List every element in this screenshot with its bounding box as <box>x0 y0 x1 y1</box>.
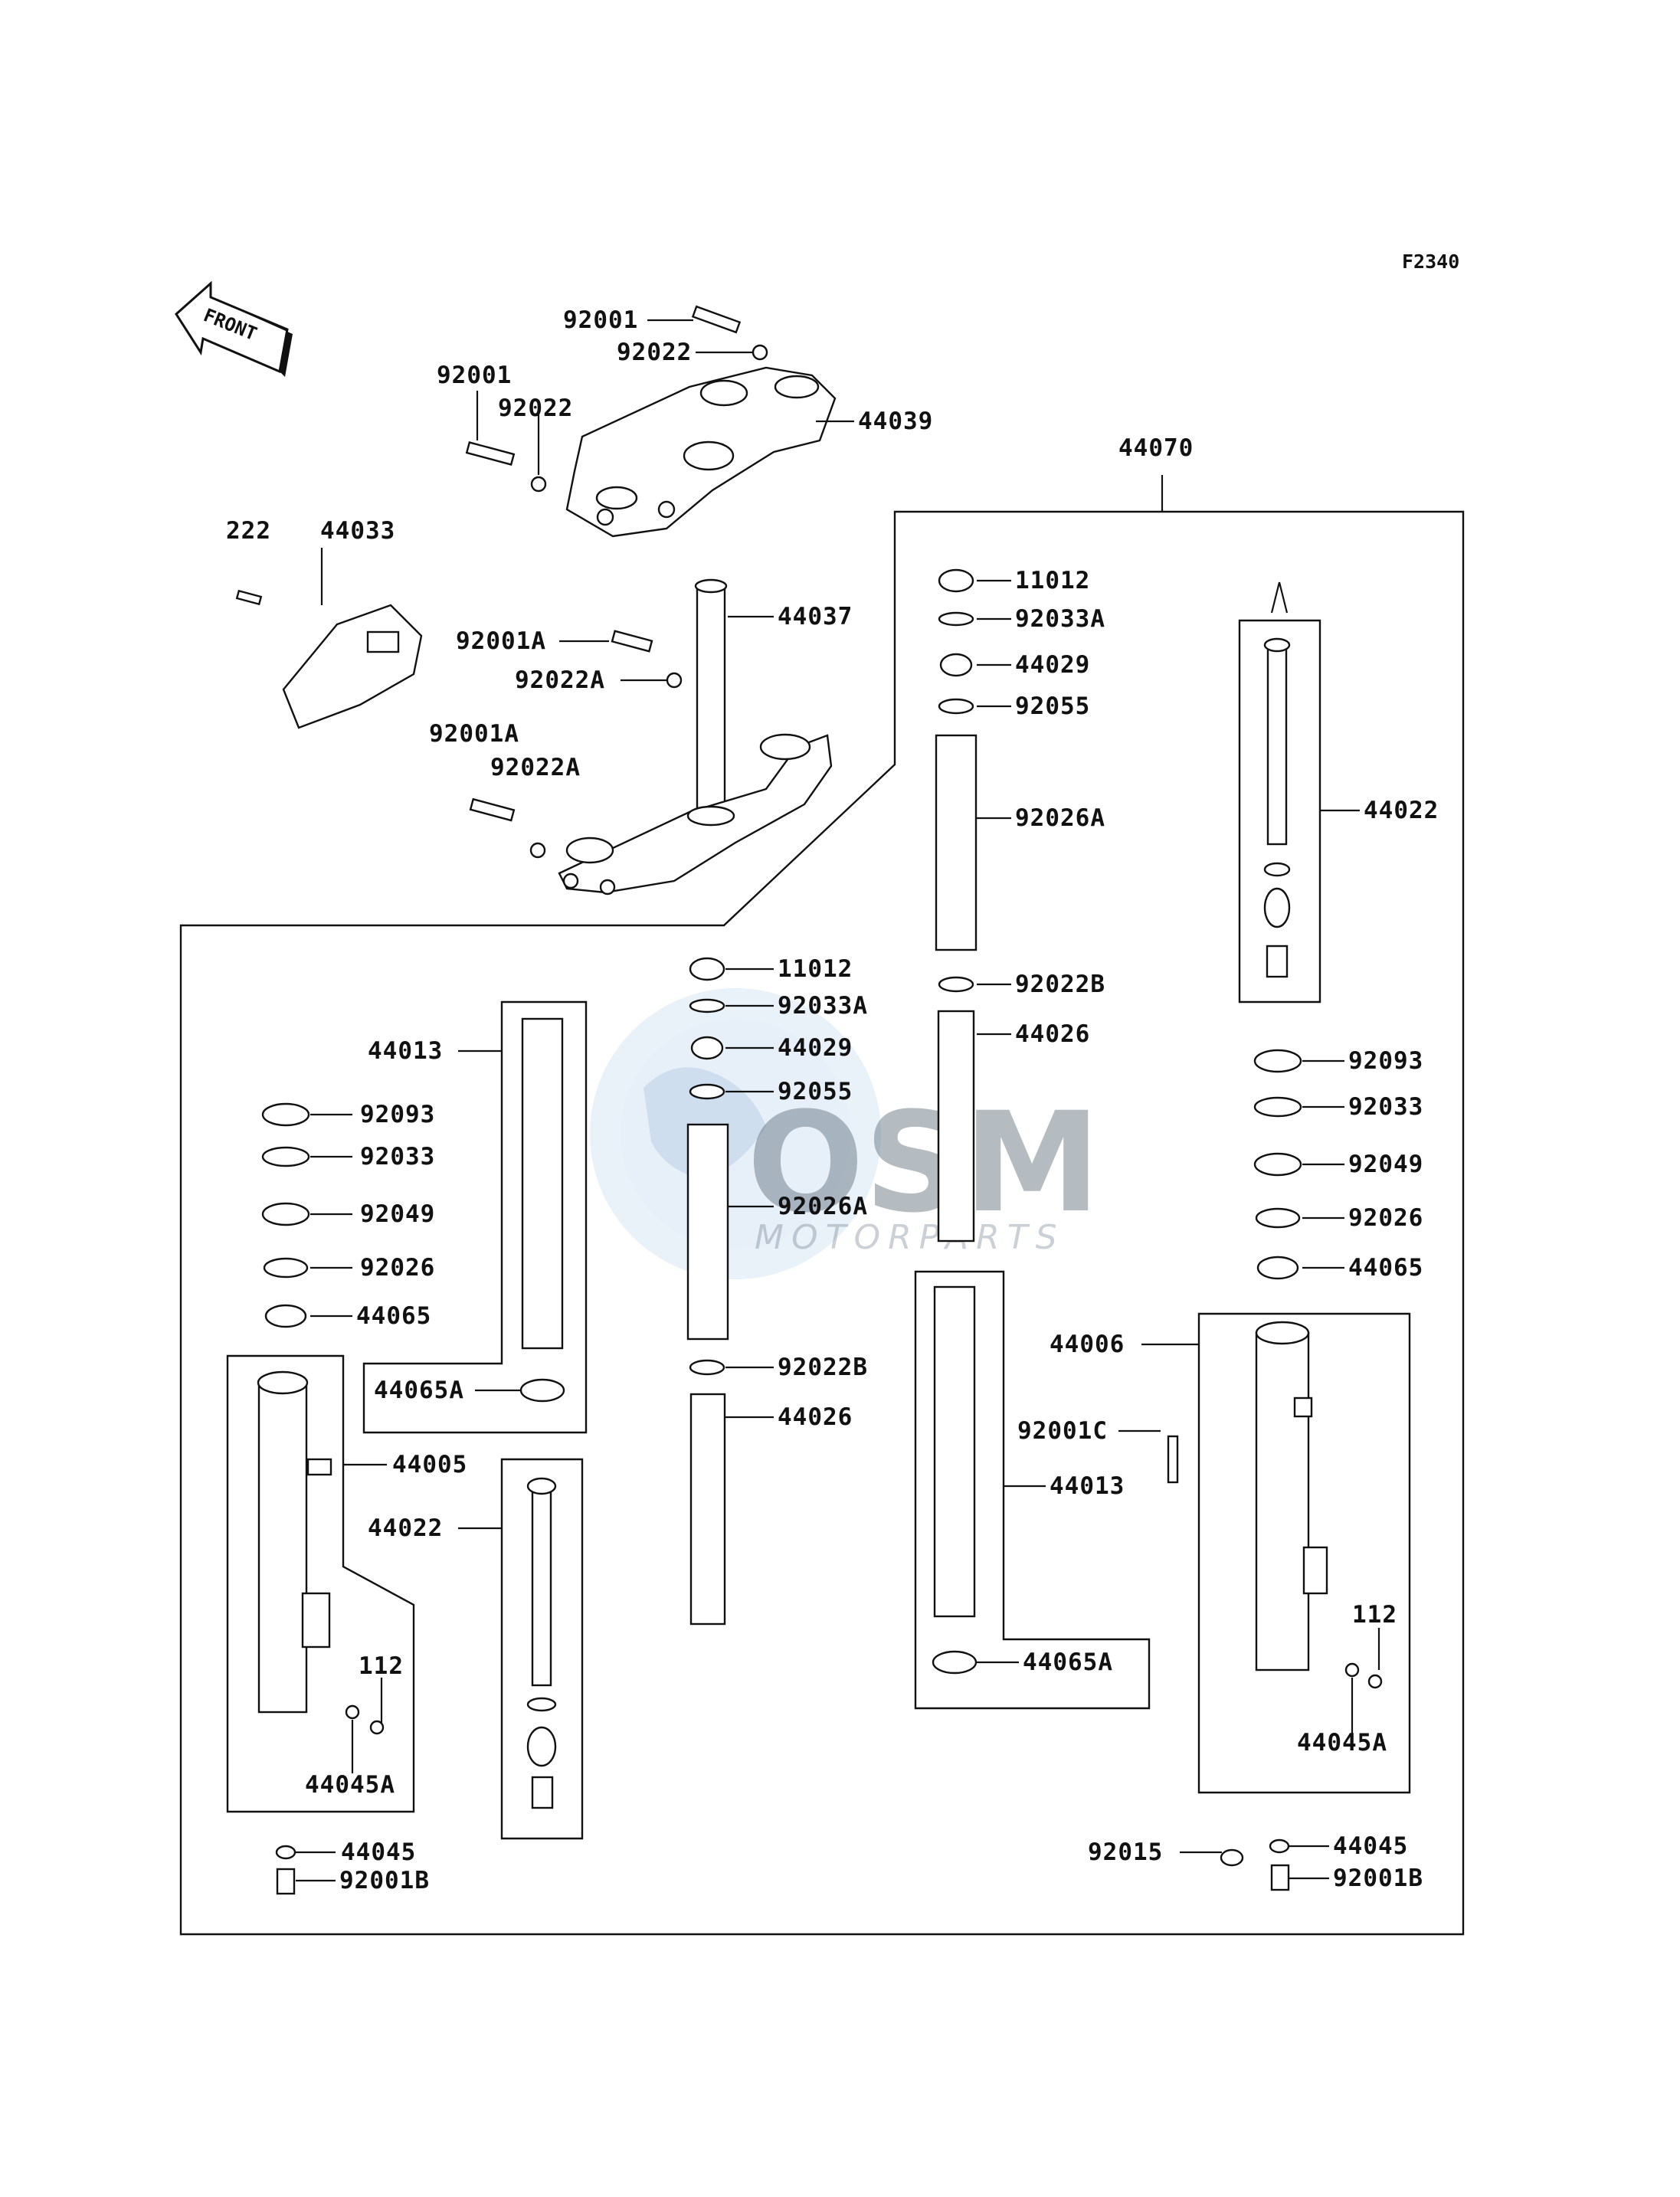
left-outer-tube <box>257 1370 385 1895</box>
part-label-44065A: 44065A <box>374 1377 464 1404</box>
part-label-92001A: 92001A <box>456 627 546 655</box>
part-label-92001: 92001 <box>437 362 512 389</box>
part-label-44065A: 44065A <box>1023 1649 1113 1676</box>
part-label-44045A: 44045A <box>305 1771 395 1799</box>
part-label-92001C: 92001C <box>1017 1417 1108 1445</box>
part-label-11012: 11012 <box>778 955 853 983</box>
right-inner-tube <box>932 1285 978 1675</box>
part-label-92001B: 92001B <box>339 1867 430 1894</box>
part-label-92022B: 92022B <box>1015 971 1105 998</box>
part-label-44026: 44026 <box>778 1403 853 1431</box>
upper-triple-clamp <box>565 366 837 538</box>
part-label-92026A: 92026A <box>778 1193 868 1220</box>
part-label-92033A: 92033A <box>1015 605 1105 633</box>
part-label-44022: 44022 <box>368 1514 443 1542</box>
part-label-44045A: 44045A <box>1297 1729 1387 1757</box>
part-label-44029: 44029 <box>778 1034 853 1062</box>
watermark-subtext: MOTORPARTS <box>755 1218 1065 1257</box>
right-outer-tube <box>1167 1321 1383 1891</box>
part-label-44037: 44037 <box>778 603 853 630</box>
assembly-outline <box>179 510 1465 1936</box>
part-label-92022: 92022 <box>498 395 573 422</box>
part-label-92026: 92026 <box>1348 1204 1423 1232</box>
middle-fork-internals <box>686 957 729 1626</box>
part-label-44039: 44039 <box>858 408 933 435</box>
part-label-92026A: 92026A <box>1015 804 1105 832</box>
part-label-92022B: 92022B <box>778 1354 868 1381</box>
part-labels: 92001 92022 92001 92022 44039 44070 222 … <box>226 306 1439 1894</box>
part-label-92026: 92026 <box>360 1254 435 1282</box>
part-label-92001A: 92001A <box>429 720 519 748</box>
part-label-44013: 44013 <box>1050 1472 1125 1500</box>
part-label-92049: 92049 <box>360 1200 435 1228</box>
diagram-code: F2340 <box>1402 250 1459 273</box>
front-arrow-icon: FRONT <box>175 280 293 377</box>
part-label-112: 112 <box>359 1652 404 1680</box>
part-label-44029: 44029 <box>1015 651 1090 679</box>
part-label-92001: 92001 <box>563 306 638 334</box>
part-label-44070: 44070 <box>1118 434 1194 462</box>
part-label-92055: 92055 <box>1015 692 1090 720</box>
part-label-112: 112 <box>1352 1601 1397 1629</box>
watermark: OSM MOTORPARTS <box>590 988 1101 1279</box>
part-label-222: 222 <box>226 517 271 545</box>
right-seals <box>1253 1049 1302 1280</box>
leader-lines <box>296 319 1380 1882</box>
part-label-92093: 92093 <box>1348 1047 1423 1075</box>
right-fork-internals <box>935 568 978 1243</box>
part-label-44026: 44026 <box>1015 1020 1090 1048</box>
part-label-44045: 44045 <box>1333 1832 1408 1860</box>
part-label-44045: 44045 <box>341 1838 416 1866</box>
left-damper-rod <box>526 1477 557 1809</box>
damper-rod <box>1263 581 1291 978</box>
part-label-92055: 92055 <box>778 1078 853 1105</box>
part-label-92001B: 92001B <box>1333 1865 1423 1892</box>
part-label-44065: 44065 <box>1348 1254 1423 1282</box>
part-label-92049: 92049 <box>1348 1151 1423 1178</box>
left-inner-tube <box>519 1017 565 1403</box>
part-label-44006: 44006 <box>1050 1331 1125 1358</box>
part-label-92033: 92033 <box>360 1143 435 1171</box>
part-label-92093: 92093 <box>360 1101 435 1128</box>
part-label-44022: 44022 <box>1364 797 1439 824</box>
part-label-44033: 44033 <box>320 517 395 545</box>
part-label-92022: 92022 <box>617 339 692 366</box>
left-seals <box>261 1102 310 1328</box>
steering-stem <box>469 578 833 895</box>
part-label-92022A: 92022A <box>490 754 581 781</box>
part-label-44065: 44065 <box>356 1302 431 1330</box>
part-label-92033A: 92033A <box>778 992 868 1020</box>
headlight-bracket <box>235 589 423 729</box>
bolt-icon <box>465 305 768 493</box>
part-label-44005: 44005 <box>392 1451 467 1478</box>
part-label-92022A: 92022A <box>515 666 605 694</box>
part-label-92033: 92033 <box>1348 1093 1423 1121</box>
watermark-logo: OSM <box>747 1083 1101 1243</box>
part-label-11012: 11012 <box>1015 567 1090 594</box>
part-label-92015: 92015 <box>1088 1838 1163 1866</box>
part-label-44013: 44013 <box>368 1037 443 1065</box>
